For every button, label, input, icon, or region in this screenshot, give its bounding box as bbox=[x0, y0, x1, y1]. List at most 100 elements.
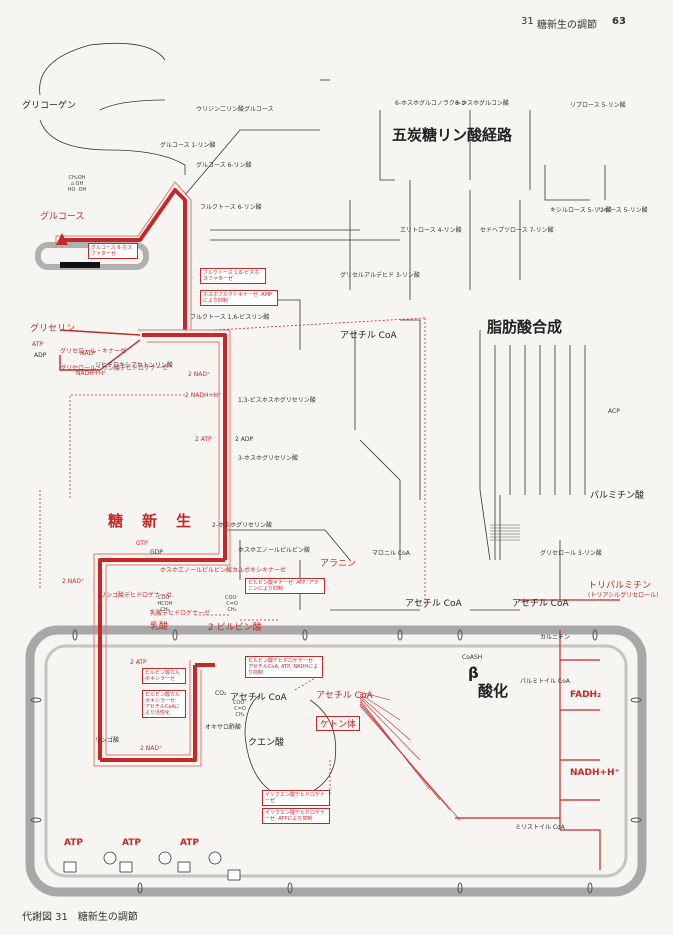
nadh-label-small-1: NADH+H⁺ bbox=[76, 370, 107, 377]
two-nad-label-2: 2 NAD⁺ bbox=[62, 578, 85, 585]
atp-label-small-1: ATP bbox=[32, 341, 43, 348]
acetyl-coa-mito-label: アセチル CoA bbox=[230, 693, 287, 703]
malonyl-coa-label: マロニル CoA bbox=[372, 550, 410, 557]
glucose-label: グルコース bbox=[40, 212, 85, 222]
ldh-enzyme: 乳酸デヒドロゲナーゼ bbox=[150, 610, 211, 617]
adp-label-small-1: ADP bbox=[34, 352, 47, 359]
beta-oxidation-red bbox=[455, 599, 620, 870]
atp-synthase-complex bbox=[63, 851, 241, 881]
pk-regulation-note: ピルビン酸キナーゼ: ATP, アラニンにより抑制 bbox=[245, 578, 325, 594]
acp-stack bbox=[490, 524, 520, 541]
pyruvate-label: 2 ピルビン酸 bbox=[208, 623, 262, 633]
acp-label: ACP bbox=[608, 408, 620, 415]
glucose1p-label: グルコース 1-リン酸 bbox=[160, 142, 216, 149]
ketone-body-label: ケトン体 bbox=[316, 716, 361, 731]
nad-label-small-1: NAD⁺ bbox=[80, 350, 97, 357]
atp-label-3: ATP bbox=[180, 838, 200, 848]
beta-symbol: β bbox=[468, 664, 479, 682]
glycerol-kinase-enzyme: グリセロール・キナーゼ bbox=[60, 348, 127, 355]
pyruvate-carboxylase-enzyme: ピルビン酸カルボキシラーゼ bbox=[142, 668, 186, 684]
icdh-regulation-note: イソクエン酸デヒドロゲナーゼ: ATPにより抑制 bbox=[262, 808, 330, 824]
xylulose5p-label: キシルロース 5-リン酸 bbox=[550, 207, 612, 214]
fbpase-enzyme: フルクトース 1,6-ビスホスファターゼ bbox=[200, 268, 266, 284]
ribulose5p-label: リブロース 5-リン酸 bbox=[570, 102, 626, 109]
pepck-enzyme: ホスホエノールピルビン酸カルボキシキナーゼ bbox=[160, 567, 287, 574]
gluconeogenesis-red-outline bbox=[55, 181, 231, 767]
erythrose4p-label: エリトロース 4-リン酸 bbox=[400, 227, 462, 234]
pc-regulation-note: ピルビン酸カルボキシラーゼ: アセチルCoAにより活性化 bbox=[142, 690, 186, 718]
fructose6p-label: フルクトース 6-リン酸 bbox=[200, 204, 262, 211]
two-nad-label-1: 2 NAD⁺ bbox=[188, 371, 211, 378]
nadh-label: NADH+H⁺ bbox=[570, 768, 620, 778]
two-atp-label-2: 2 ATP bbox=[130, 659, 147, 666]
gluconeogenesis-red-path bbox=[60, 188, 227, 762]
ribose5p-label: リボース 5-リン酸 bbox=[598, 207, 648, 214]
co2-label: CO₂ bbox=[215, 690, 227, 697]
acetyl-coa-beta-label: アセチル CoA bbox=[316, 691, 373, 701]
acetyl-coa-right-label: アセチル CoA bbox=[512, 599, 569, 609]
gluconolactone-label: 6-ホスホグルコノラクトン bbox=[395, 100, 467, 107]
glycogen-cycle bbox=[39, 42, 186, 166]
lactate-label: 乳酸 bbox=[150, 622, 169, 632]
palmitoyl-coa-label: パルミトイル CoA bbox=[520, 678, 570, 685]
glucose-arrow-head bbox=[56, 233, 68, 245]
bpg13-label: 1,3-ビスホスホグリセリン酸 bbox=[238, 397, 316, 404]
pentose-phosphate-title: 五炭糖リン酸経路 bbox=[392, 126, 513, 144]
myristoyl-coa-label: ミリストイル CoA bbox=[515, 824, 565, 831]
oxaloacetate-label: オキサロ酢酸 bbox=[205, 724, 242, 731]
phosphogluconate-label: 6-ホスホグルコン酸 bbox=[455, 100, 509, 107]
atp-label-1: ATP bbox=[64, 838, 84, 848]
header-chapter-title: 糖新生の調節 bbox=[537, 20, 597, 31]
gtp-label: GTP bbox=[136, 540, 148, 547]
membrane-channels bbox=[30, 629, 642, 894]
acetyl-coa-mid-label: アセチル CoA bbox=[405, 599, 462, 609]
udp-glucose-label: ウリジン二リン酸グルコース bbox=[196, 106, 274, 113]
two-nad-label-3: 2 NAD⁺ bbox=[140, 745, 163, 752]
fructose16bp-label: フルクトース 1,6-ビスリン酸 bbox=[190, 314, 270, 321]
red-dotted-lines bbox=[39, 317, 426, 795]
gdp-label: GDP bbox=[150, 549, 163, 556]
triglyceride-label: トリパルミチン bbox=[588, 581, 652, 591]
triglyceride-sub-label: (トリアシルグリセロール) bbox=[588, 592, 659, 599]
fadh2-label: FADH₂ bbox=[570, 690, 602, 700]
gluconeogenesis-title: 糖 新 生 bbox=[108, 512, 194, 530]
mitochondrion-outer-membrane bbox=[25, 625, 647, 897]
palmitate-label: パルミチン酸 bbox=[590, 491, 645, 501]
g6pase-enzyme: グルコース 6-ホスファターゼ bbox=[88, 243, 138, 259]
pfk-regulation-note: ホスホフルクトキナーゼ: AMPにより抑制 bbox=[200, 290, 278, 306]
citric-acid-cycle bbox=[244, 694, 337, 801]
glucose6p-label: グルコース 6-リン酸 bbox=[196, 162, 252, 169]
acetyl-coa-top-label: アセチル CoA bbox=[340, 331, 397, 341]
glycerol-entry bbox=[59, 329, 141, 371]
citrate-label: クエン酸 bbox=[248, 738, 285, 748]
coash-label: CoASH bbox=[462, 654, 483, 661]
g3p-dh-enzyme: グリセロール・リン酸デヒドロゲナーゼ bbox=[60, 365, 169, 372]
alanine-label: アラニン bbox=[320, 559, 357, 569]
dhap-label: ジヒドロキシアセトンリン酸 bbox=[95, 362, 173, 369]
beta-oxidation-title: 酸化 bbox=[478, 682, 509, 700]
mitochondrion-inner-membrane bbox=[44, 644, 628, 878]
glycogen-label: グリコーゲン bbox=[22, 101, 77, 111]
header-chapter-number: 31 bbox=[521, 16, 534, 27]
malate-dh-enzyme: リンゴ酸デヒドロゲナーゼ bbox=[100, 592, 173, 599]
ga3p-label: グリセルアルデヒド 3-リン酸 bbox=[340, 272, 420, 279]
pg3-label: 3-ホスホグリセリン酸 bbox=[238, 455, 298, 462]
sedoheptulose7p-label: セドヘプツロース 7-リン酸 bbox=[480, 227, 554, 234]
header-page-number: 63 bbox=[612, 16, 626, 27]
carnitine-label: カルニチン bbox=[540, 634, 571, 641]
membrane-bar bbox=[60, 262, 100, 268]
glycerol3p-label: グリセロール 3-リン酸 bbox=[540, 550, 602, 557]
malate-label: リンゴ酸 bbox=[95, 737, 120, 744]
atp-label-2: ATP bbox=[122, 838, 142, 848]
two-adp-label-1: 2 ADP bbox=[235, 436, 254, 443]
pdh-regulation-note: ピルビン酸デヒドロゲナーゼ: アセチルCoA, ATP, NADHにより抑制 bbox=[245, 656, 323, 678]
footer-caption: 代謝図 31 糖新生の調節 bbox=[22, 912, 138, 923]
beta-oxidation-fan bbox=[359, 691, 461, 821]
fatty-acid-synthesis-title: 脂肪酸合成 bbox=[487, 318, 563, 336]
glycerol-label: グリセリン bbox=[30, 324, 76, 334]
